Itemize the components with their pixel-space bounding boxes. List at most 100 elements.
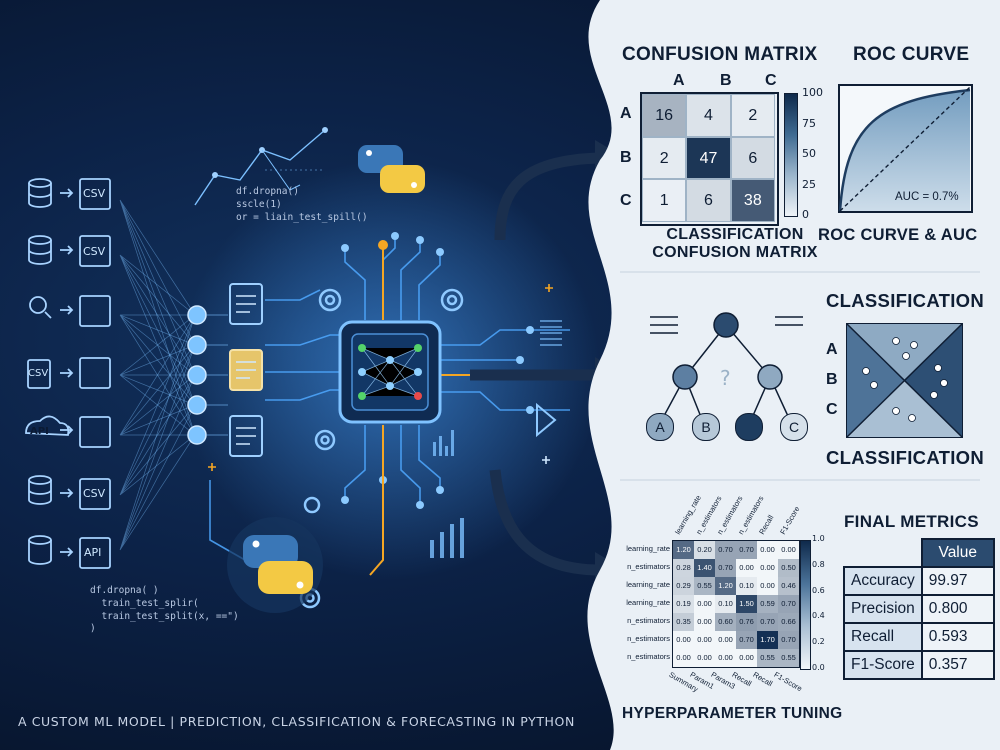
hp-cell: 0.00 xyxy=(715,631,736,649)
hp-cell: 1.70 xyxy=(757,631,778,649)
cm-col-label: B xyxy=(720,72,732,89)
source-label: CSV xyxy=(83,245,106,258)
code-snippet-top: df.dropna() sscle(1) or = liain_test_spi… xyxy=(236,186,368,223)
cm-color-scale xyxy=(784,93,798,217)
source-icons xyxy=(25,178,111,569)
hp-cell: 0.19 xyxy=(673,595,694,613)
hp-row-label: learning_rate xyxy=(626,544,670,553)
hp-cell: 0.00 xyxy=(673,649,694,667)
cm-scale-tick: 50 xyxy=(802,147,816,160)
metric-value: 0.800 xyxy=(920,594,995,624)
hp-cell: 0.28 xyxy=(673,559,694,577)
hp-bottom-label: F1-Score xyxy=(772,670,804,694)
source-label: CSV xyxy=(83,487,106,500)
hp-cell: 0.00 xyxy=(757,559,778,577)
source-label: API xyxy=(30,426,49,437)
hp-cell: 0.70 xyxy=(715,541,736,559)
hp-cell: 0.55 xyxy=(778,649,799,667)
decision-tree: ? xyxy=(650,312,803,428)
hp-cell: 0.60 xyxy=(715,613,736,631)
cm-col-label: C xyxy=(765,72,777,89)
hp-cell: 0.00 xyxy=(757,577,778,595)
hp-cell: 0.00 xyxy=(736,649,757,667)
hp-cell: 0.00 xyxy=(694,631,715,649)
cm-cell: 16 xyxy=(642,94,687,137)
fan-lines xyxy=(119,199,196,551)
svg-text:?: ? xyxy=(720,366,731,390)
hp-cell: 0.70 xyxy=(778,595,799,613)
hp-scale-tick: 0.8 xyxy=(812,559,825,569)
cm-scale-tick: 100 xyxy=(802,86,823,99)
cm-cell: 38 xyxy=(730,179,775,222)
hp-cell: 0.70 xyxy=(736,631,757,649)
hp-row-label: learning_rate xyxy=(626,598,670,607)
hp-cell: 0.35 xyxy=(673,613,694,631)
hp-cell: 0.50 xyxy=(778,559,799,577)
hp-cell: 0.46 xyxy=(778,577,799,595)
confusion-caption-line1: CLASSIFICATION xyxy=(666,226,804,243)
metric-name: F1-Score xyxy=(843,650,923,680)
hyperparameter-heatmap: learning_rate n_estimators n_estimators n_e… xyxy=(620,490,830,700)
cm-cell: 6 xyxy=(686,179,731,222)
region-label: C xyxy=(826,401,838,418)
output-arrows xyxy=(470,152,601,576)
cm-cell: 6 xyxy=(730,136,775,180)
cm-row-label: A xyxy=(620,105,632,122)
hp-cell: 0.70 xyxy=(757,613,778,631)
hp-scale-labels: 1.0 0.8 0.6 0.4 0.2 0.0 xyxy=(812,534,825,672)
metric-value: 0.593 xyxy=(920,622,995,652)
tree-leaf-dark xyxy=(735,413,763,441)
confusion-caption-line2: CONFUSION MATRIX xyxy=(652,244,818,262)
tree-leaf-b: B xyxy=(692,413,720,441)
hp-cell: 0.29 xyxy=(673,577,694,595)
hp-row-label: n_estimators xyxy=(627,616,670,625)
hp-scale-tick: 1.0 xyxy=(812,534,825,543)
hp-cell: 0.00 xyxy=(736,559,757,577)
hp-cell: 1.50 xyxy=(736,595,757,613)
hp-cell: 0.00 xyxy=(694,595,715,613)
region-label: A xyxy=(826,341,838,358)
hp-cell: 0.00 xyxy=(694,649,715,667)
hp-row-label: n_estimators xyxy=(627,634,670,643)
hp-cell: 0.66 xyxy=(778,613,799,631)
circuit-traces xyxy=(209,236,570,561)
roc-chart xyxy=(838,84,973,213)
footer-caption: A CUSTOM ML MODEL | PREDICTION, CLASSIFI… xyxy=(18,714,575,729)
hp-row-label: n_estimators xyxy=(627,562,670,571)
code-snippet-bottom: df.dropna( ) train_test_splir( train_tes… xyxy=(90,585,239,635)
hp-cell: 0.70 xyxy=(736,541,757,559)
hp-color-scale xyxy=(800,540,811,670)
tree-leaf-a: A xyxy=(646,413,674,441)
hp-scale-tick: 0.2 xyxy=(812,637,825,647)
hp-cell: 0.55 xyxy=(757,649,778,667)
cm-cell: 4 xyxy=(686,94,731,137)
cm-cell: 1 xyxy=(642,179,687,222)
roc-caption: ROC CURVE & AUC xyxy=(818,226,978,244)
python-logo xyxy=(358,145,425,193)
roc-title: ROC CURVE xyxy=(853,44,970,65)
cm-scale-labels: 100 75 50 25 0 xyxy=(802,86,823,221)
cm-cell: 2 xyxy=(642,136,687,180)
hp-cell: 0.59 xyxy=(757,595,778,613)
hp-cell: 0.76 xyxy=(736,613,757,631)
metric-value: 0.357 xyxy=(920,650,995,680)
hp-cell: 0.00 xyxy=(778,541,799,559)
classification-title: CLASSIFICATION xyxy=(826,290,985,311)
hp-bottom-label: Recall xyxy=(751,670,775,689)
roc-curve-line xyxy=(838,88,971,212)
final-metrics-title: FINAL METRICS xyxy=(844,512,979,531)
hp-cell: 0.00 xyxy=(757,541,778,559)
hp-col-header: Recall xyxy=(756,513,775,536)
hp-cell: 0.10 xyxy=(715,595,736,613)
roc-auc-label: AUC = 0.7% xyxy=(895,191,959,203)
hyperparameter-caption: HYPERPARAMETER TUNING xyxy=(622,705,843,722)
metric-value: 99.97 xyxy=(920,566,995,596)
source-label: API xyxy=(84,546,102,559)
tree-leaf-c: C xyxy=(780,413,808,441)
